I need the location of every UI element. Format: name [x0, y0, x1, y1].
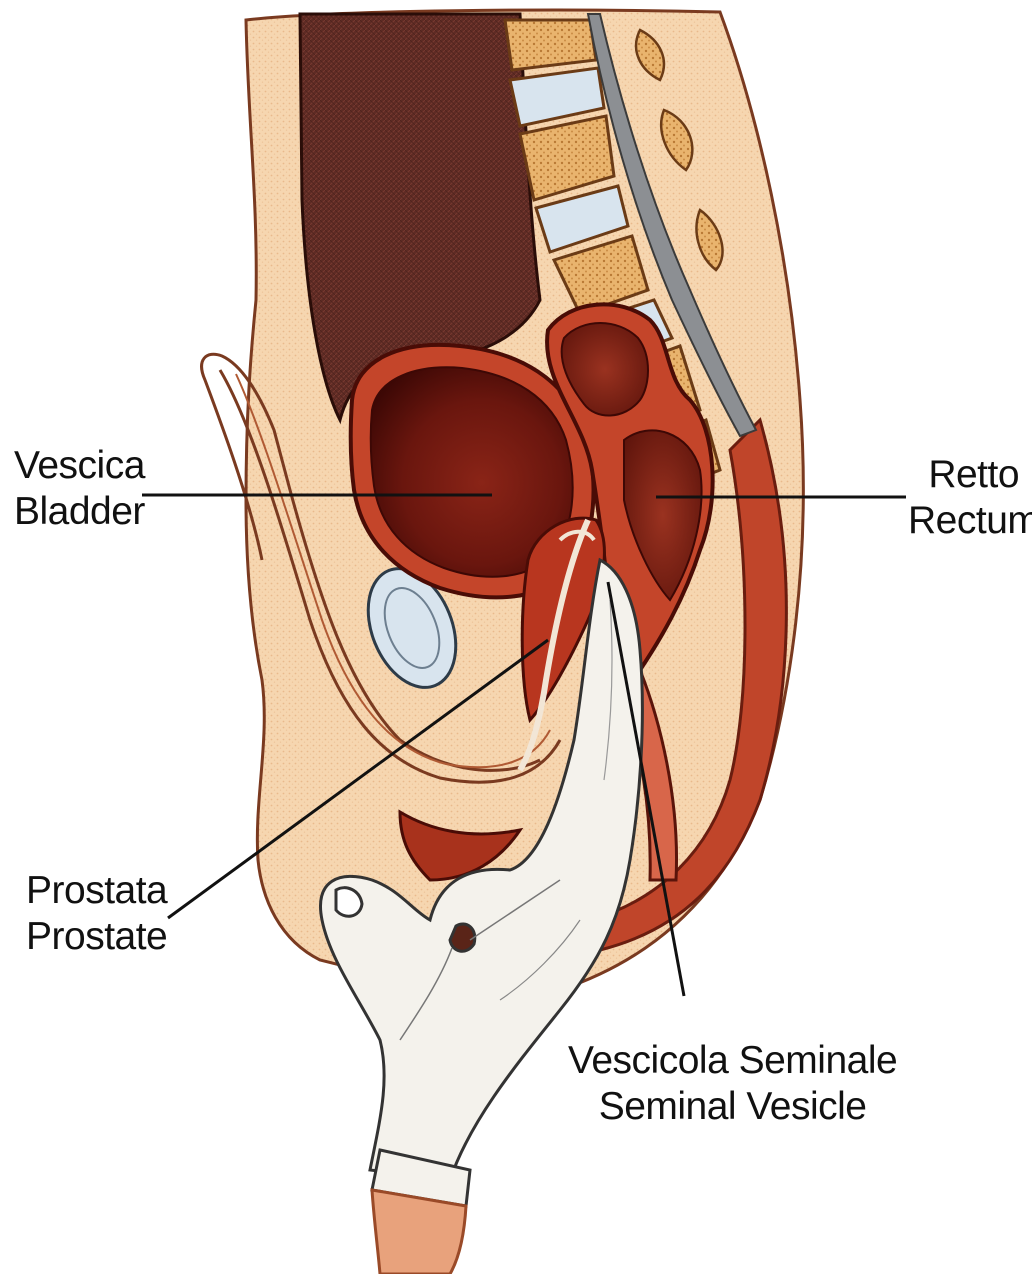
- label-bladder-it: Vescica: [14, 443, 145, 489]
- label-bladder: Vescica Bladder: [14, 443, 145, 535]
- label-prostate: Prostata Prostate: [26, 868, 167, 960]
- label-seminal-vesicle: Vescicola Seminale Seminal Vesicle: [568, 1038, 897, 1130]
- label-bladder-en: Bladder: [14, 489, 145, 535]
- label-seminal-vesicle-it: Vescicola Seminale: [568, 1038, 897, 1084]
- label-seminal-vesicle-en: Seminal Vesicle: [568, 1084, 897, 1130]
- label-rectum: Retto Rectum: [908, 452, 1032, 544]
- label-rectum-it: Retto: [908, 452, 1032, 498]
- label-prostate-en: Prostate: [26, 914, 167, 960]
- label-prostate-it: Prostata: [26, 868, 167, 914]
- label-rectum-en: Rectum: [908, 498, 1032, 544]
